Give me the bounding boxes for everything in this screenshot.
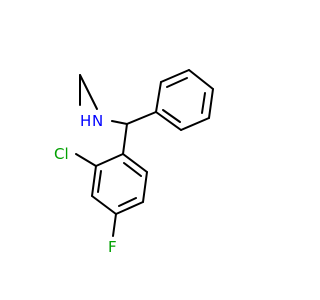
- aryl-bond-5: [142, 171, 148, 203]
- phenyl-double-3: [162, 109, 181, 123]
- phenyl-bond-1: [155, 81, 162, 113]
- fluorine-label: F: [108, 238, 117, 256]
- phenyl-double-2: [201, 92, 206, 114]
- molecule-canvas: H N Cl F: [54, 69, 214, 256]
- chlorine-label: Cl: [54, 145, 69, 163]
- bond-n-ch: [111, 120, 128, 125]
- aryl-bond-1: [95, 153, 124, 167]
- aryl-double-2: [118, 197, 137, 207]
- phenyl-bond-3: [188, 69, 214, 90]
- amine-hydrogen-label: H: [80, 112, 91, 130]
- phenyl-bond-4: [208, 88, 214, 119]
- aryl-double-3: [123, 162, 142, 177]
- bond-ch-phenyl: [126, 111, 157, 125]
- phenyl-bond-5: [180, 117, 210, 131]
- bond-n-methyl: [79, 74, 98, 110]
- amine-nitrogen-label: N: [92, 112, 103, 130]
- atom-label-amine: H N: [80, 112, 103, 130]
- bond-aryl-f: [112, 213, 117, 237]
- phenyl-double-1: [166, 77, 188, 88]
- phenyl-bond-6: [155, 111, 182, 131]
- bond-ch-aryl: [122, 123, 128, 155]
- aryl-double-1: [97, 170, 102, 193]
- aryl-bond-3: [91, 195, 117, 215]
- aryl-bond-4: [115, 201, 144, 215]
- bond-aryl-cl: [75, 153, 97, 167]
- aryl-bond-2: [91, 165, 97, 197]
- aryl-bond-6: [122, 153, 148, 173]
- structure-diagram: H N Cl F: [54, 69, 214, 256]
- phenyl-bond-2: [160, 69, 190, 83]
